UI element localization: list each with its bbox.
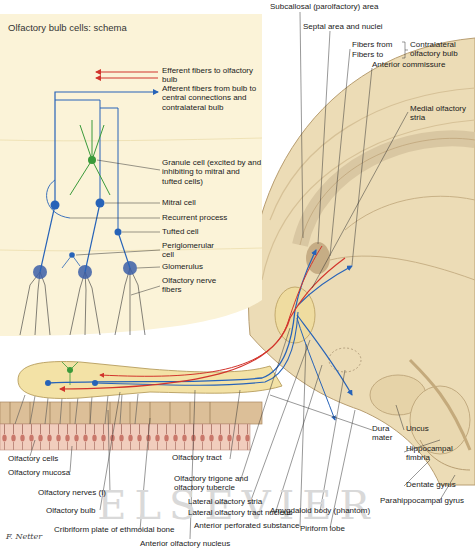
part-label: Anterior olfactory nucleus (140, 539, 280, 548)
leader-lines (312, 112, 408, 288)
inset-efferent-fibers (96, 77, 158, 78)
cribriform-plate-and-mucosa (10, 402, 210, 424)
part-label: Recurrent process (162, 213, 262, 222)
brain-medial-surface (300, 138, 475, 245)
leader-lines (300, 12, 303, 238)
cribriform-plate-and-mucosa (0, 424, 250, 450)
olfactory-pathway-fibers (297, 318, 335, 420)
part-label: Dentate gyrus (406, 480, 474, 489)
brain-medial-surface (330, 256, 475, 280)
inset-mitral-tufted-cells (40, 203, 130, 272)
leader-lines (396, 405, 404, 430)
part-label: Olfactory trigone and olfactory tubercle (174, 474, 274, 493)
artist-signature: F. Netter (6, 532, 66, 541)
leader-lines (230, 390, 240, 459)
inset-efferent-fibers (96, 72, 158, 78)
part-label: Olfactory nerves (I) (38, 488, 148, 497)
part-label: Afferent fibers from bulb to central con… (162, 84, 262, 112)
brain-medial-surface (300, 138, 475, 245)
inset-background (0, 248, 262, 251)
inset-granule-cell (70, 120, 110, 195)
leader-lines (97, 160, 160, 170)
leader-lines (240, 328, 290, 482)
leader-lines (76, 250, 160, 255)
part-label: Fibers to (352, 50, 402, 59)
inset-mitral-tufted-cells (62, 255, 80, 268)
olfactory-pathway-fibers (297, 315, 352, 395)
olfactory-pathway-fibers (60, 258, 345, 389)
part-label: Olfactory nerve fibers (162, 276, 224, 295)
part-label: Lateral olfactory stria (188, 497, 308, 506)
part-label: Parahippocampal gyrus (380, 496, 475, 505)
leader-lines (70, 446, 72, 472)
inset-mitral-tufted-cells (47, 180, 70, 218)
part-label: Tufted cell (162, 227, 262, 236)
olfactory-bulb-and-tract (18, 287, 315, 398)
part-label: Piriform lobe (300, 524, 380, 533)
part-label: Amygdaloid body (phantom) (270, 506, 400, 515)
part-label: Dura mater (372, 424, 406, 443)
leader-lines (122, 232, 160, 233)
inset-heading: Olfactory bulb cells: schema (8, 22, 208, 33)
leader-lines (352, 68, 372, 265)
part-label: Anterior commissure (372, 60, 472, 69)
part-label: Medial olfactory stria (410, 104, 472, 123)
part-label: Olfactory bulb (46, 506, 146, 515)
inset-granule-cell (70, 120, 110, 195)
part-label: Septal area and nuclei (303, 22, 423, 31)
part-label: Olfactory tract (172, 453, 272, 462)
cribriform-plate-and-mucosa (0, 402, 262, 450)
part-label: Uncus (406, 424, 466, 433)
leader-lines (108, 410, 110, 492)
cribriform-plate-and-mucosa (0, 402, 262, 424)
brain-medial-surface (262, 120, 475, 280)
inset-mitral-tufted-cells (40, 92, 158, 272)
olfactory-pathway-fibers (295, 250, 316, 310)
brain-medial-surface (329, 348, 361, 372)
olfactory-bulb-and-tract (62, 362, 78, 385)
part-label: Periglomerular cell (162, 241, 224, 260)
leader-lines (30, 440, 35, 456)
leader-lines (270, 395, 372, 430)
leader-lines (70, 218, 160, 219)
leader-lines (131, 286, 160, 295)
part-label: Olfactory mucosa (8, 468, 108, 477)
part-label: Olfactory cells (8, 454, 98, 463)
part-label: Contralateral olfactory bulb (410, 40, 474, 59)
part-label: Efferent fibers to olfactory bulb (162, 66, 262, 85)
leader-lines (30, 12, 455, 539)
inset-mitral-tufted-cells (55, 92, 158, 205)
leader-lines (330, 49, 350, 256)
part-label: Glomerulus (162, 262, 262, 271)
olfactory-pathway-fibers (100, 246, 322, 376)
leader-lines (318, 31, 330, 244)
leader-lines (250, 340, 310, 503)
brain-medial-surface (248, 38, 475, 485)
leader-lines (137, 267, 160, 268)
inset-background (0, 138, 262, 141)
inset-mitral-tufted-cells (100, 108, 118, 232)
inset-mitral-tufted-cells (55, 100, 100, 203)
brain-medial-surface (410, 360, 470, 450)
part-label: Fibers from (352, 40, 402, 49)
brain-medial-surface (248, 38, 475, 485)
part-label: Granule cell (excited by and inhibiting … (162, 158, 262, 186)
olfactory-pathway-fibers (48, 310, 295, 383)
part-label: Subcallosal (parolfactory) area (270, 2, 420, 11)
leader-lines (105, 203, 160, 204)
part-label: Hippocampal fimbria (406, 444, 466, 463)
brain-medial-surface (345, 196, 475, 230)
inset-background (0, 14, 262, 336)
olfactory-pathway-fibers (48, 246, 352, 420)
olfactory-pathway-fibers (298, 266, 352, 305)
part-label: Mitral cell (162, 198, 262, 207)
inset-background (0, 14, 262, 336)
leader-lines (402, 42, 408, 58)
inset-efferent-fibers (96, 71, 158, 72)
